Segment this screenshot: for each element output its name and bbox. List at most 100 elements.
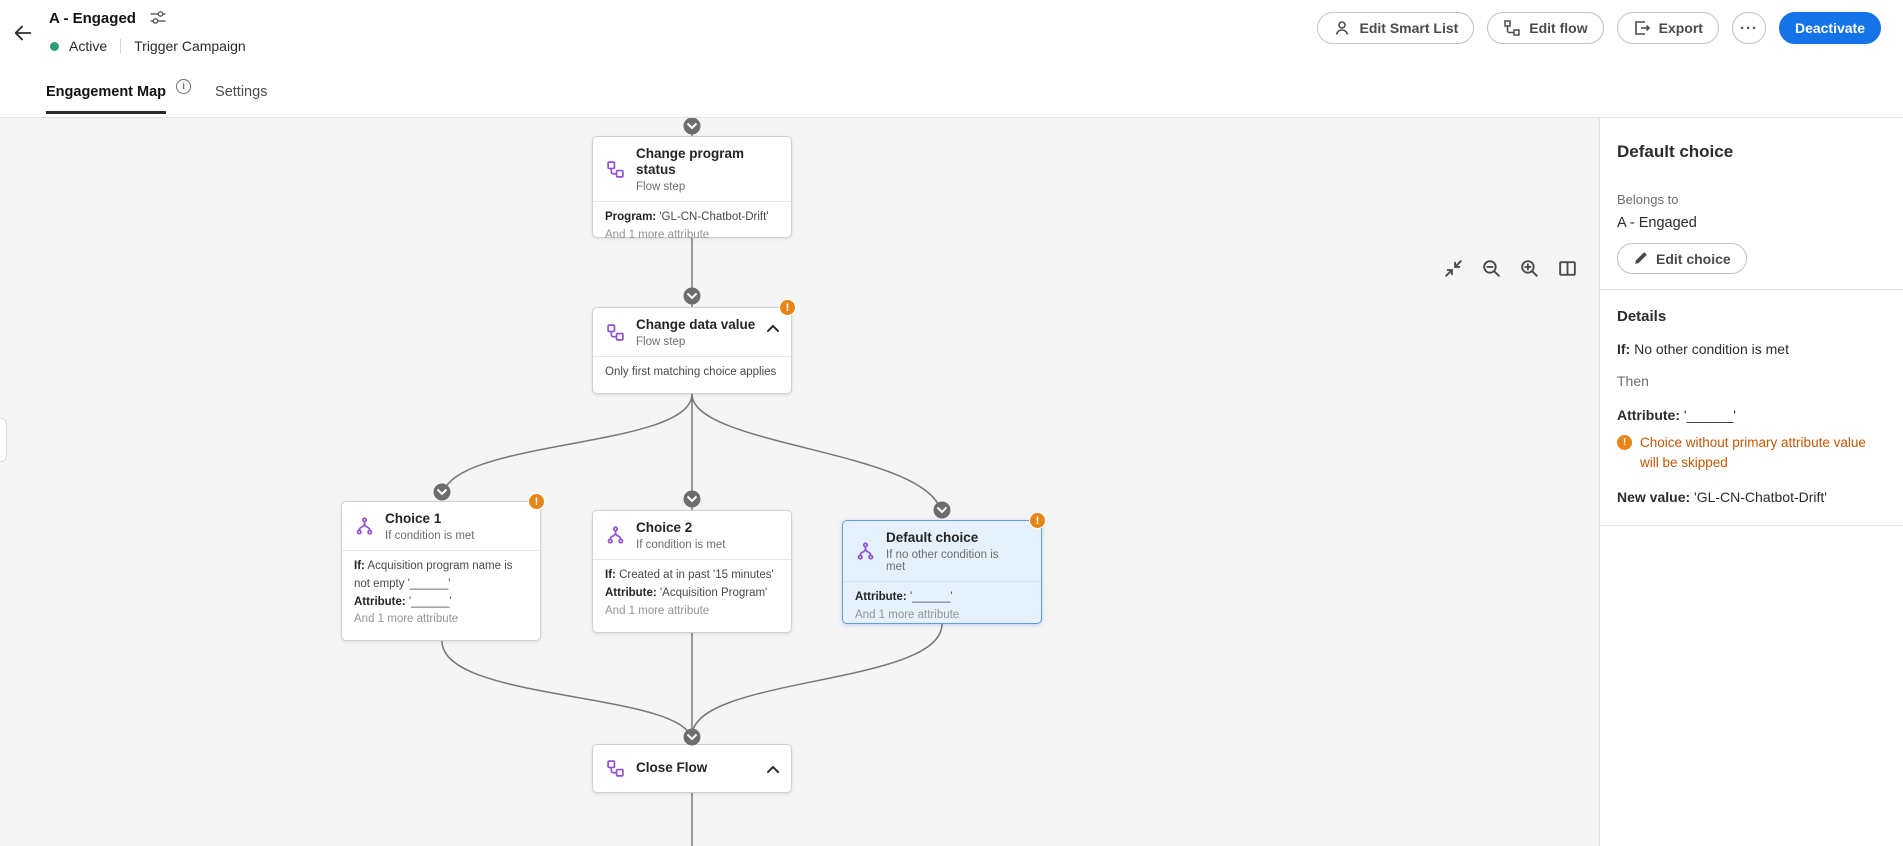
top-bar: A - Engaged Active Trigger Campaign Enga… [0,0,1903,118]
detail-label: Attribute: [1617,407,1680,423]
choice-glyph [607,526,623,544]
belongs-to-value: A - Engaged [1617,215,1697,231]
edit-smart-list-label: Edit Smart List [1359,20,1459,36]
node-body: If: Acquisition program name is not empt… [342,550,540,637]
panel-divider [1600,289,1903,290]
node-more-attributes: And 1 more attribute [354,613,459,626]
node-header: Change data value Flow step [593,308,791,356]
back-button[interactable] [8,18,38,48]
export-button[interactable]: Export [1616,12,1719,44]
attr-value: 'Acquisition Program' [659,586,768,599]
adjust-sliders-icon[interactable] [148,8,168,28]
title-row: A - Engaged [49,8,168,28]
flow-edge [691,393,943,519]
chevron-down-glyph [686,733,698,741]
flow-edge [441,640,693,743]
warning-badge-icon: ! [779,299,796,316]
fit-view-button[interactable] [1441,256,1466,281]
node-subtitle: Flow step [636,336,686,348]
node-subtitle: If no other condition is met [886,549,999,573]
node-header: Default choice If no other condition is … [843,521,1041,581]
detail-new-value: New value: 'GL-CN-Chatbot-Drift' [1617,487,1886,507]
node-more-attributes: And 1 more attribute [605,604,710,617]
connector-chevron-icon [933,501,951,519]
flow-edges [441,118,943,846]
node-body: Program: 'GL-CN-Chatbot-Drift' And 1 mor… [593,201,791,253]
flow-node-close-flow[interactable]: Close Flow [592,744,792,793]
node-attribute: If: Created at in past '15 minutes' [605,567,781,585]
engagement-map-canvas[interactable]: Change program status Flow step Program:… [0,118,1599,846]
zoom-in-icon [1521,260,1538,277]
chevron-down-glyph [686,495,698,503]
collapsed-panel-handle[interactable] [0,418,7,462]
attr-label: Attribute: [605,586,657,599]
flow-step-glyph [606,759,624,777]
chevron-down-glyph [936,506,948,514]
chevron-up-glyph [767,324,779,332]
edit-smart-list-button[interactable]: Edit Smart List [1317,12,1475,44]
more-actions-button[interactable]: ··· [1731,12,1766,44]
attr-label: If: [605,569,616,581]
node-attribute: Program: 'GL-CN-Chatbot-Drift' [605,209,781,227]
flow-node-choice-1[interactable]: ! Choice 1 If condition is met If: Acqui… [341,493,545,641]
flow-node-change-program-status[interactable]: Change program status Flow step Program:… [592,136,792,241]
attr-label: Attribute: [855,591,907,603]
edit-flow-button[interactable]: Edit flow [1487,12,1604,44]
fit-view-icon [1445,260,1462,277]
node-attribute: If: Acquisition program name is not empt… [354,558,530,594]
attr-value: '______' [408,595,452,608]
choice-icon [354,517,374,537]
flow-node-default-choice[interactable]: ! Default choice If no other condition i… [842,512,1046,624]
attr-value: 'GL-CN-Chatbot-Drift' [659,211,769,223]
tab-bar: Engagement Map i Settings [46,79,267,114]
node-body: If: Created at in past '15 minutes' Attr… [593,559,791,628]
edit-flow-label: Edit flow [1529,20,1588,36]
tab-engagement-map[interactable]: Engagement Map [46,84,167,114]
detail-if: If: No other condition is met [1617,339,1886,359]
attr-value: Acquisition program name is not empty '_… [354,560,513,590]
export-icon [1634,21,1650,35]
edit-choice-button[interactable]: Edit choice [1617,243,1747,274]
flow-icon [1504,20,1521,36]
zoom-in-button[interactable] [1517,256,1542,281]
connector-chevron-icon [683,490,701,508]
status-text: Active [69,38,108,54]
flow-node-change-data-value[interactable]: ! Change data value Flow step Only first… [592,299,796,394]
node-title: Default choice [886,530,979,545]
chevron-up-icon[interactable] [764,760,782,778]
belongs-to-label: Belongs to [1617,192,1679,207]
node-title: Change data value [636,317,756,332]
node-attribute: Attribute: '______' [855,589,1031,607]
minimap-button[interactable] [1555,256,1580,281]
node-note: Only first matching choice applies [605,366,777,378]
flow-node-choice-2[interactable]: Choice 2 If condition is met If: Created… [592,510,792,633]
deactivate-button[interactable]: Deactivate [1778,12,1881,44]
connector-chevron-icon [433,483,451,501]
info-icon[interactable]: i [176,79,192,94]
details-panel: Default choice Belongs to A - Engaged Ed… [1599,118,1903,846]
flow-step-icon [605,160,625,180]
zoom-out-button[interactable] [1479,256,1504,281]
warning-text: Choice without primary attribute value w… [1640,435,1866,470]
campaign-type: Trigger Campaign [134,38,246,54]
export-label: Export [1658,20,1703,36]
attr-value: Created at in past '15 minutes' [619,569,774,581]
chevron-down-glyph [436,488,448,496]
node-body: Only first matching choice applies [593,356,791,390]
tab-settings[interactable]: Settings [215,84,267,111]
sliders-glyph [150,11,166,24]
detail-value: '______' [1683,407,1736,423]
panel-divider [1600,525,1903,526]
connector-chevron-icon [683,728,701,746]
node-subtitle: If condition is met [385,530,475,542]
chevron-up-icon[interactable] [764,319,782,337]
attr-label: Program: [605,211,657,223]
warning-badge-icon: ! [1029,512,1046,529]
node-title: Choice 1 [385,511,442,526]
canvas-controls [1441,256,1580,281]
node-title: Choice 2 [636,520,693,535]
flow-step-glyph [606,161,624,178]
connector-chevron-icon [683,118,701,135]
node-titles: Change data value Flow step [636,317,755,348]
